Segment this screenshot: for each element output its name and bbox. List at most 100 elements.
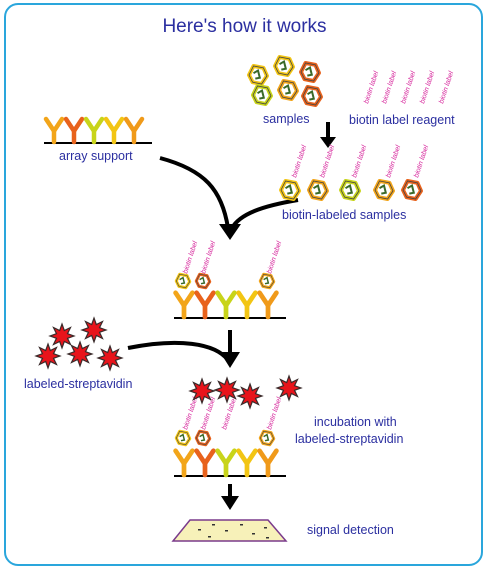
- label-biotin-reagent: biotin label reagent: [349, 113, 455, 127]
- streptavidin-star-icon: [48, 322, 76, 350]
- antibody-icon: [236, 448, 258, 478]
- svg-text:biotin label: biotin label: [351, 144, 368, 178]
- protein-icon: [174, 429, 192, 447]
- sample-protein: [301, 85, 323, 107]
- svg-text:biotin label: biotin label: [419, 70, 436, 104]
- svg-text:biotin label: biotin label: [266, 396, 283, 430]
- antibody-icon: [257, 290, 279, 320]
- protein-icon: [339, 179, 361, 201]
- svg-text:biotin label: biotin label: [266, 240, 283, 274]
- arrowhead-stage2: [220, 352, 240, 368]
- label-biotin-labeled: biotin-labeled samples: [282, 208, 407, 222]
- sample-protein: [251, 84, 273, 106]
- protein-icon: [174, 272, 192, 290]
- svg-text:biotin label: biotin label: [200, 240, 217, 274]
- streptavidin-star-icon: [34, 342, 62, 370]
- biotin-label-tag: biotin label: [200, 240, 217, 274]
- biotin-label-tag: biotin label: [419, 70, 436, 104]
- svg-text:biotin label: biotin label: [400, 70, 417, 104]
- arrowhead-stage1: [219, 224, 241, 240]
- biotin-label-tag: biotin label: [221, 396, 238, 430]
- antibody-icon: [83, 116, 105, 145]
- antibody-row-1: [43, 116, 145, 145]
- slide-shape: [171, 519, 288, 542]
- label-incubation-2: labeled-streptavidin: [295, 432, 404, 446]
- antibody-icon: [173, 290, 195, 320]
- biotin-label-tag: biotin label: [266, 240, 283, 274]
- arrow-array-curve: [159, 156, 230, 229]
- label-incubation-1: incubation with: [314, 415, 397, 429]
- streptavidin-star-icon: [188, 377, 216, 405]
- biotin-label-tag: biotin label: [400, 70, 417, 104]
- svg-text:biotin label: biotin label: [381, 70, 398, 104]
- label-samples: samples: [263, 112, 310, 126]
- protein-icon: [307, 179, 329, 201]
- biotin-label-tag: biotin label: [291, 144, 308, 178]
- svg-text:biotin label: biotin label: [291, 144, 308, 178]
- svg-text:biotin label: biotin label: [221, 396, 238, 430]
- protein-icon: [258, 272, 276, 290]
- biotin-reagent-tags: biotin label biotin label biotin label b…: [363, 70, 455, 104]
- biotin-labeled-samples: biotin label biotin label biotin label b…: [279, 144, 430, 201]
- biotin-label-tag: biotin label: [385, 144, 402, 178]
- svg-text:biotin label: biotin label: [413, 144, 430, 178]
- streptavidin-star-icon: [275, 374, 303, 402]
- streptavidin-star-icon: [96, 344, 124, 372]
- protein-icon: [279, 179, 301, 201]
- protein-icon: [401, 179, 423, 201]
- label-streptavidin: labeled-streptavidin: [24, 377, 133, 391]
- antibody-icon: [43, 116, 65, 145]
- svg-text:biotin label: biotin label: [385, 144, 402, 178]
- biotin-label-tag: biotin label: [351, 144, 368, 178]
- biotin-label-tag: biotin label: [182, 396, 199, 430]
- arrowhead-detect: [221, 496, 239, 510]
- sample-protein: [299, 61, 321, 83]
- svg-text:biotin label: biotin label: [363, 70, 380, 104]
- arrow-strep-curve: [127, 340, 230, 362]
- antibody-icon: [215, 290, 237, 320]
- antibody-icon: [103, 116, 125, 145]
- svg-text:biotin label: biotin label: [319, 144, 336, 178]
- antibody-icon: [257, 448, 279, 478]
- diagram-title: Here's how it works: [162, 16, 327, 37]
- bound-array-stage: biotin label biotin label biotin label: [173, 240, 286, 320]
- sample-protein: [273, 55, 295, 77]
- biotin-label-tag: biotin label: [266, 396, 283, 430]
- biotin-label-tag: biotin label: [363, 70, 380, 104]
- svg-text:biotin label: biotin label: [182, 396, 199, 430]
- antibody-icon: [194, 448, 216, 478]
- streptavidin-star-icon: [66, 340, 94, 368]
- antibody-icon: [123, 116, 145, 145]
- antibody-icon: [173, 448, 195, 478]
- protein-icon: [194, 429, 212, 447]
- biotin-label-tag: biotin label: [319, 144, 336, 178]
- antibody-icon: [63, 116, 85, 145]
- antibody-icon: [215, 448, 237, 478]
- streptavidin-star-icon: [80, 316, 108, 344]
- protein-icon: [258, 429, 276, 447]
- streptavidin-star-icon: [213, 376, 241, 404]
- detection-slide: [171, 519, 288, 542]
- antibody-icon: [236, 290, 258, 320]
- biotin-label-tag: biotin label: [438, 70, 455, 104]
- antibody-icon: [194, 290, 216, 320]
- label-array-support: array support: [59, 149, 133, 163]
- biotin-label-tag: biotin label: [182, 240, 199, 274]
- sample-protein: [277, 79, 299, 101]
- arrowhead-samples: [320, 137, 336, 148]
- sample-protein: [247, 64, 269, 86]
- label-signal-detection: signal detection: [307, 523, 394, 537]
- arrowheads: [219, 137, 336, 510]
- protein-icon: [194, 272, 212, 290]
- protein-icon: [373, 179, 395, 201]
- biotin-label-tag: biotin label: [413, 144, 430, 178]
- streptavidin-star-icon: [236, 382, 264, 410]
- array-support-group: [43, 116, 152, 145]
- samples-cluster: [247, 55, 323, 107]
- diagram-frame: [4, 3, 483, 566]
- incubation-stage: biotin label biotin label biotin label b…: [173, 374, 303, 478]
- streptavidin-cluster: [34, 316, 124, 372]
- biotin-label-tag: biotin label: [381, 70, 398, 104]
- svg-text:biotin label: biotin label: [182, 240, 199, 274]
